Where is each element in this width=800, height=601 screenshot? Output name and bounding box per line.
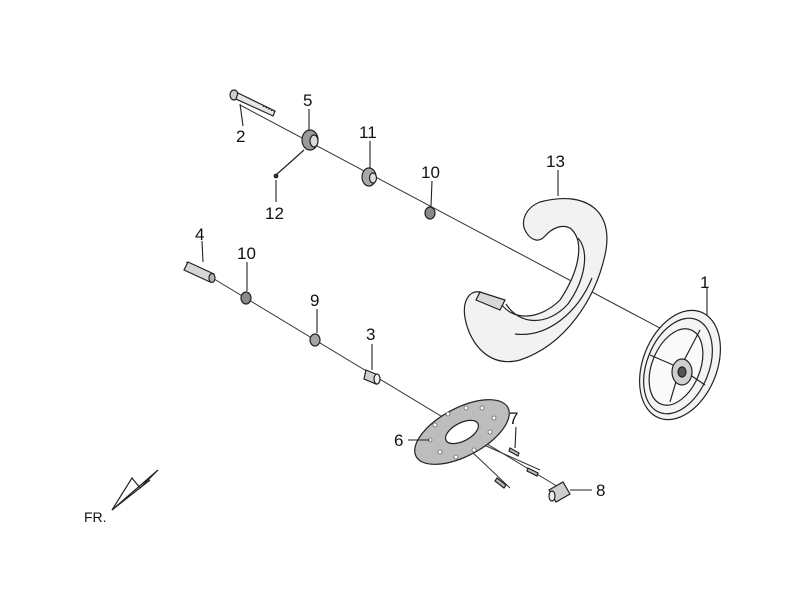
bolt-line-b: [469, 449, 511, 489]
bearing-lower-body: [240, 291, 252, 305]
leader-4: [201, 240, 204, 263]
collar-face: [309, 134, 319, 148]
callout-11: 11: [359, 123, 377, 142]
rim-hub-bore: [677, 366, 687, 378]
tire-inner-lip: [505, 237, 586, 322]
collar: [301, 129, 319, 151]
wheel-rim: [638, 309, 722, 421]
tire-sidewall-left: [475, 291, 506, 311]
bolt-thread: [262, 105, 276, 113]
callout-13: 13: [546, 152, 565, 171]
leader-7: [514, 426, 517, 449]
tire-outer: [463, 198, 608, 363]
callout-2: 2: [236, 127, 245, 146]
tire: [463, 198, 608, 363]
callout-10-upper: 10: [421, 163, 440, 182]
brake-disc: [414, 399, 510, 465]
bearing-upper: [424, 206, 436, 220]
callout-10-lower: 10: [237, 244, 256, 263]
callout-6: 6: [394, 431, 403, 450]
distance-collar: [183, 261, 216, 284]
disc-bolts: [494, 447, 539, 489]
fitting-tip: [273, 173, 279, 179]
grease-fitting: [273, 149, 305, 179]
leader-2: [239, 103, 244, 127]
bearing-upper-body: [424, 206, 436, 220]
leader-lines: [201, 103, 708, 491]
front-direction-label: FR.: [84, 509, 107, 525]
bearing-lower: [240, 291, 252, 305]
front-direction-indicator: FR.: [84, 469, 159, 525]
callout-12: 12: [265, 204, 284, 223]
spacer: [309, 333, 321, 347]
callout-labels: 1 2 3 4 5 6 7 8 9 10 10 11 12 13: [195, 91, 709, 500]
callout-4: 4: [195, 225, 204, 244]
fitting-stem: [275, 149, 305, 176]
dust-seal: [361, 167, 378, 187]
axle-bolt: [229, 89, 276, 117]
upper-axle-line: [239, 104, 721, 361]
callout-7: 7: [509, 409, 518, 428]
disc-bolt-1: [508, 447, 520, 457]
callout-8: 8: [596, 481, 605, 500]
tire-tread-line: [514, 277, 593, 335]
side-collar: [363, 369, 381, 385]
disc-bolt-2: [526, 467, 539, 477]
callout-5: 5: [303, 91, 312, 110]
speedometer-gear-face: [548, 490, 556, 502]
callout-3: 3: [366, 325, 375, 344]
disc-bolt-3: [494, 477, 507, 489]
distance-collar-end: [208, 272, 216, 284]
callout-9: 9: [310, 291, 319, 310]
bolt-shank: [235, 92, 276, 117]
front-arrow-shaft: [111, 479, 151, 511]
leader-10a: [430, 180, 433, 207]
callout-1: 1: [700, 273, 709, 292]
spacer-body: [309, 333, 321, 347]
disc-center: [444, 419, 480, 445]
seal-face: [368, 172, 378, 184]
side-collar-face: [373, 373, 381, 385]
rim-band: [643, 317, 713, 415]
speedometer-gear: [548, 481, 571, 503]
